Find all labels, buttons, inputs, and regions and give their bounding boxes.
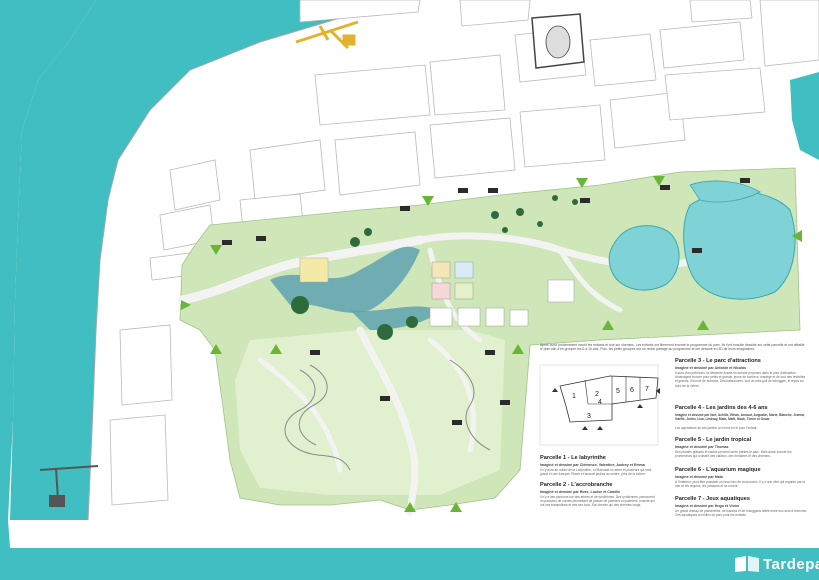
parcel-2-title: Parcelle 2 - L'accrobranche [540, 482, 613, 488]
key-plan [539, 364, 660, 446]
parcel-7-desc: Un grand réseau de passerelles, de bassi… [675, 509, 808, 518]
aquarium-pool [608, 225, 680, 291]
parcel-6-credit: Imaginé et dessiné par Malo [675, 475, 723, 479]
parcel-4-credit: Imaginé et dessiné par Noé, Achille, Eth… [675, 413, 806, 422]
parcel-7-credit: Imaginé et dessiné par Hugo et Victor [675, 504, 740, 508]
parcel-1-credit: Imaginé et dessiné par Clémence, Valenti… [540, 463, 645, 467]
labyrinth-river-2 [350, 306, 440, 330]
book-pages-icon [735, 556, 759, 572]
parcel-1-title: Parcelle 1 - Le labyrinthe [540, 455, 606, 461]
harbour-water [0, 0, 96, 548]
crane-top [295, 20, 359, 50]
harbour-water-top [10, 0, 380, 520]
parcel-3-credit: Imaginé et dessiné par Antonin et Nicola… [675, 366, 747, 370]
intro-text: Après avoir prudemment inscrit les enfan… [540, 343, 805, 352]
crane-bottom [39, 465, 99, 507]
key-plan-number-4: 4 [598, 399, 602, 406]
brand-logo: Tardepa [734, 550, 819, 578]
parcel-5-credit: Imaginé et dessiné par Thomas [675, 445, 729, 449]
quay-outline [87, 0, 381, 521]
parcel-4-desc: Les aspirations de ces jardins on fourni… [675, 426, 758, 430]
entrance-markers [181, 176, 802, 512]
parcel-4-title: Parcelle 4 - Les jardins des 4-6 ans [675, 405, 768, 411]
coaster-track [284, 359, 491, 471]
footer-bar [0, 548, 819, 580]
brand-name: Tardepa [763, 555, 819, 573]
key-plan-number-6: 6 [630, 387, 634, 394]
city-blocks [109, 0, 819, 506]
labyrinth-river [270, 246, 420, 313]
key-plan-number-5: 5 [616, 388, 620, 395]
basin-water [790, 72, 819, 160]
parcel-2-desc: Il n'y a des parcours sur des arbres et … [540, 495, 655, 508]
label-tags [222, 178, 750, 425]
parcel-5-title: Parcelle 5 - Le jardin tropical [675, 437, 752, 443]
parcel-7-title: Parcelle 7 - Jeux aquatiques [675, 496, 750, 502]
parcel-2-credit: Imaginé et dessiné par Rose, Louise et C… [540, 490, 621, 494]
key-plan-number-7: 7 [645, 386, 649, 393]
parcel-3-title: Parcelle 3 - Le parc d'attractions [675, 358, 761, 364]
water-games-pool [683, 191, 796, 300]
kids-drawings [299, 257, 575, 327]
parcel-5-desc: Des plantes grasses et cactus peuvent or… [675, 450, 792, 459]
key-plan-number-1: 1 [572, 393, 576, 400]
key-plan-number-3: 3 [587, 413, 591, 420]
parcel-1-desc: Il n'y aura au milieu de la Labyrinthe, … [540, 468, 652, 477]
key-plan-number-2: 2 [595, 391, 599, 398]
water-games-pool-top [689, 180, 761, 203]
parcel-3-desc: Il aura d'un petit train, la descente Au… [675, 371, 806, 388]
parcel-6-desc: À l'intérieur, peut-être possède un beau… [675, 480, 805, 489]
parcel-6-title: Parcelle 6 - L'aquarium magique [675, 467, 761, 473]
stadium [531, 13, 585, 69]
